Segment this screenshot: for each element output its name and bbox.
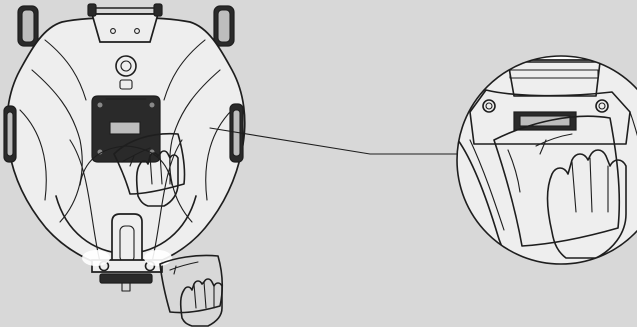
magnifier-circle-icon <box>440 56 637 280</box>
right-rear-wheel-icon <box>214 6 234 46</box>
robot-body-icon <box>4 4 245 291</box>
cloth-hand-bottom-icon <box>160 255 222 326</box>
left-side-bumper-icon <box>4 106 16 162</box>
left-rear-wheel-icon <box>18 6 38 46</box>
leader-line-icon <box>210 128 458 154</box>
top-handle-icon <box>88 4 162 42</box>
